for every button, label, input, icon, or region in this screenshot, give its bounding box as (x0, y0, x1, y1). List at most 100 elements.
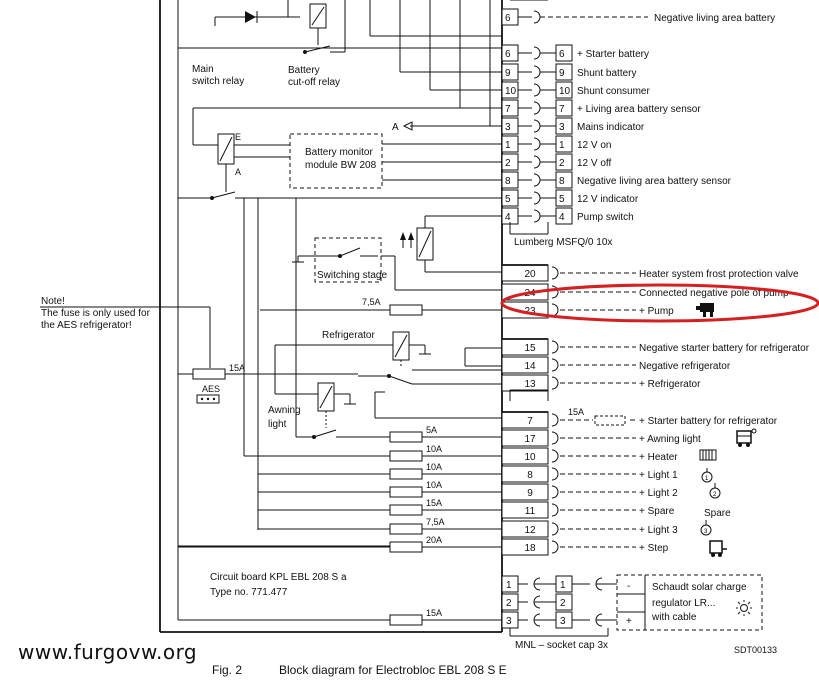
output-number: 11 (525, 506, 536, 517)
pin-number: 5 (559, 194, 565, 205)
connector-pin: 6 Negative living area battery (501, 8, 775, 26)
pin-number: 7 (505, 104, 511, 115)
output-number: 8 (527, 470, 533, 481)
svg-text:2: 2 (713, 492, 717, 498)
pin-number: 5 (505, 194, 511, 205)
output-number: 9 (527, 488, 533, 499)
main-switch-relay-label-2: switch relay (192, 76, 244, 87)
heater-icon (699, 449, 717, 461)
pin-label: + Living area battery sensor (577, 104, 701, 115)
connector-pin: 10 10 Shunt consumer (501, 81, 650, 99)
fuse-pump-label: 7,5A (362, 297, 381, 307)
solar-plus: + (626, 616, 632, 627)
output-label: Negative refrigerator (639, 361, 731, 372)
solar-line-3: with cable (651, 612, 697, 623)
fuse-aes (192, 368, 226, 380)
output-terminal: 12+ Light 3 (501, 520, 678, 538)
awning-light-icon (736, 428, 757, 447)
pin-number: 10 (505, 86, 517, 97)
pin-number: 1 (506, 580, 512, 591)
pin-number: 1 (560, 580, 566, 591)
output-terminal: 10+ Heater (501, 447, 678, 465)
pin-number: 6 (505, 13, 511, 24)
output-number: 18 (524, 543, 536, 554)
fuse: 10A (258, 462, 502, 480)
switching-stage (314, 237, 382, 283)
pin-label: 12 V off (577, 158, 612, 169)
output-label: + Spare (639, 506, 675, 517)
pin-label: Negative living area battery (654, 13, 775, 24)
fuse-aes-label: 15A (229, 363, 245, 373)
pin-label: Shunt consumer (577, 86, 650, 97)
battery-cutoff-relay-label-2: cut-off relay (288, 77, 340, 88)
pump-icon (696, 303, 714, 317)
pin-number: 10 (559, 86, 571, 97)
mnl-label: MNL – socket cap 3x (515, 640, 608, 651)
fuse-solar-label: 15A (426, 608, 442, 618)
pin-label: + Starter battery (577, 49, 649, 60)
svg-text:E: E (235, 132, 241, 142)
output-label: + Awning light (639, 434, 701, 445)
pin-label: 12 V on (577, 140, 611, 151)
pin-number: 9 (559, 68, 565, 79)
figure-number: Fig. 2 (212, 663, 242, 677)
output-terminal: 8 + Light 1 (501, 465, 678, 483)
output-number: 12 (524, 525, 536, 536)
battery-monitor-label-2: module BW 208 (305, 160, 377, 171)
connector-pin: 1 1 12 V on (501, 135, 611, 153)
fuse-rating: 10A (426, 462, 442, 472)
note-line-3: the AES refrigerator! (41, 320, 132, 331)
fuse: 7,5A (258, 517, 502, 535)
pin-number: 2 (505, 158, 511, 169)
fuse-rating: 5A (426, 425, 437, 435)
solar-line-2: regulator LR... (652, 598, 715, 609)
svg-text:1: 1 (705, 476, 709, 482)
output-label: + Heater (639, 452, 678, 463)
pin-label: Mains indicator (577, 122, 645, 133)
pin-number: 4 (559, 212, 565, 223)
refrigerator-label: Refrigerator (322, 330, 375, 341)
arrow-a-label: A (392, 122, 399, 133)
fuse-rating: 10A (426, 444, 442, 454)
output-label: Negative starter battery for refrigerato… (639, 343, 810, 354)
output-label: + Starter battery for refrigerator (639, 416, 778, 427)
output-number: 13 (524, 379, 536, 390)
output-terminal: 15 Negative starter battery for refrigera… (501, 338, 810, 356)
output-terminal: 23+ Pump (501, 301, 674, 319)
pin-number: 1 (505, 140, 511, 151)
pin-label: Shunt battery (577, 68, 636, 79)
fuse-rating: 10A (426, 480, 442, 490)
pin-label: 12 V indicator (577, 194, 639, 205)
awning-light-label-2: light (268, 419, 287, 430)
note-line-2: The fuse is only used for (41, 308, 151, 319)
solar-line-1: Schaudt solar charge (652, 582, 747, 593)
pin-number: 3 (506, 616, 512, 627)
fuse-rating: 7,5A (426, 517, 445, 527)
pin-number: 1 (559, 140, 565, 151)
output-terminal: 7 + Starter battery for refrigerator (501, 411, 778, 429)
output-terminal: 9+ Light 2 (501, 483, 678, 501)
connector-pin: 7 7 + Living area battery sensor (501, 99, 701, 117)
output-number: 14 (524, 361, 536, 372)
note-title: Note! (41, 296, 65, 307)
output-terminal: 13+ Refrigerator (501, 374, 701, 392)
output-number: 15 (524, 343, 536, 354)
lumberg-label: Lumberg MSFQ/0 10x (514, 237, 612, 248)
pin-number: 3 (505, 122, 511, 133)
output-number: 7 (527, 416, 533, 427)
pin-number: 7 (559, 104, 565, 115)
output-number: 20 (524, 269, 536, 280)
output-number: 17 (524, 434, 536, 445)
spare-label: Spare (704, 508, 731, 519)
step-icon (709, 540, 727, 557)
output-number: 23 (524, 306, 536, 317)
output-terminal: 11 + Spare (501, 501, 675, 519)
solar-minus: - (627, 581, 630, 592)
output-label: + Light 1 (639, 470, 678, 481)
